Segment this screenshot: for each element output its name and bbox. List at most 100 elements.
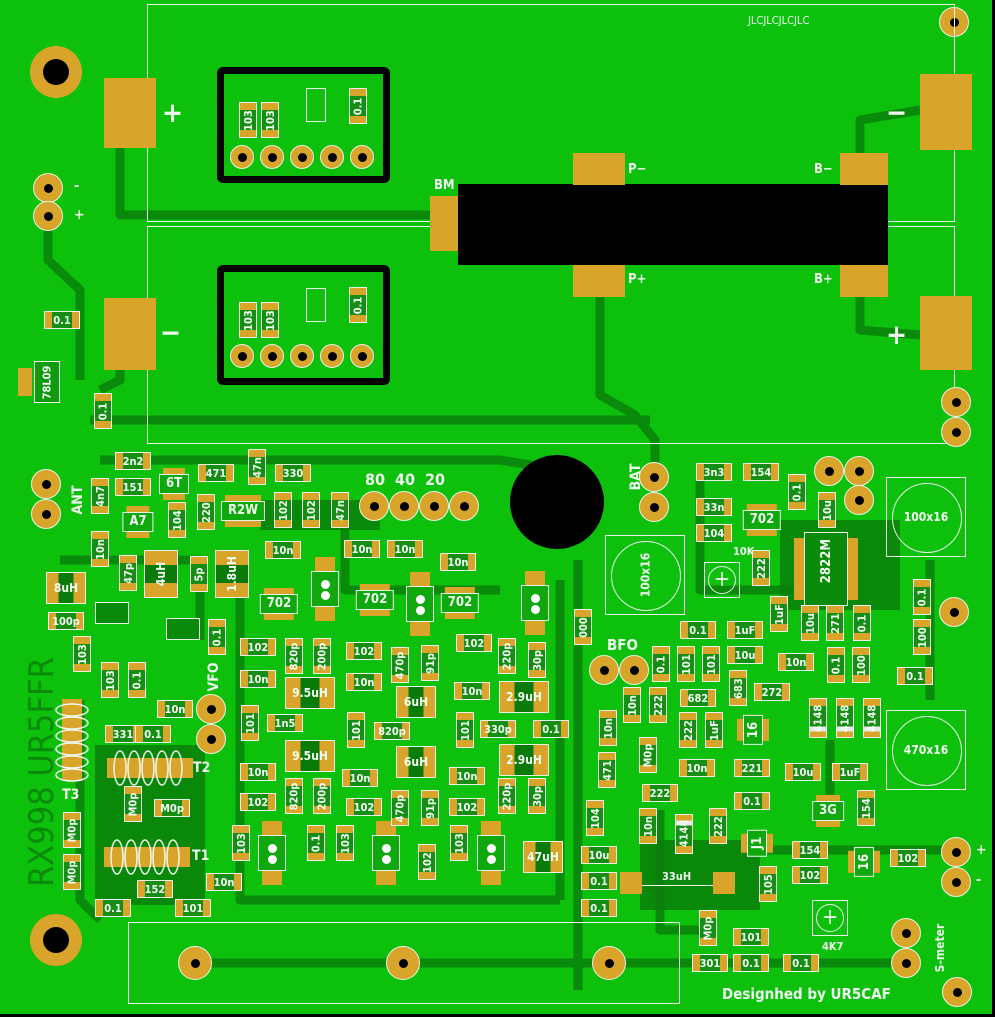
header-pin[interactable] (814, 456, 844, 486)
smd-part: 103 (101, 662, 119, 698)
smd-part: 0.1 (349, 287, 367, 323)
ant-pin[interactable] (31, 469, 61, 499)
smd-part: 151 (115, 478, 151, 496)
smeter-pin[interactable] (891, 948, 921, 978)
smd-part: 10n (639, 808, 657, 844)
part-label: M0p (65, 818, 79, 842)
charger-module-top (217, 67, 390, 183)
regulator-tab (18, 368, 32, 396)
smd-part: 10n (342, 769, 378, 787)
diode: 4148 (675, 814, 693, 854)
part-label: 102 (304, 499, 318, 521)
part-label: 30p (530, 649, 544, 671)
smd-part: 0.1 (733, 954, 769, 972)
smd-part: 10n (623, 687, 641, 723)
smd-part: 10n (679, 759, 715, 777)
cap-label: 100x16 (903, 510, 949, 524)
battery-pad-minus (920, 74, 972, 150)
smd-part: 820p (374, 722, 410, 740)
band-pin-40[interactable] (389, 491, 419, 521)
bat-pin[interactable] (639, 462, 669, 492)
smd-part: 104 (168, 502, 186, 538)
part-label: 271 (828, 612, 842, 634)
header-pin[interactable] (941, 387, 971, 417)
band-pin-common[interactable] (449, 491, 479, 521)
smd-part: 470p (391, 647, 409, 683)
band-20-label: 20 (425, 470, 446, 489)
inductor-label: 2.9uH (506, 690, 542, 704)
power-pin-minus[interactable] (33, 173, 63, 203)
smd-part: 47n (248, 449, 266, 485)
smd-part: 102 (346, 798, 382, 816)
smd-part: 102 (240, 793, 276, 811)
mounting-hole (30, 46, 82, 98)
bfo-pin[interactable] (589, 655, 619, 685)
smd-part: 103 (336, 825, 354, 861)
smd-part: 330p (480, 720, 516, 738)
part-label: 0.1 (654, 655, 668, 673)
smd-part: 10u (727, 646, 763, 664)
bottom-module-outline (128, 922, 680, 1004)
trimpot-label: 10K (733, 545, 755, 558)
electrolytic-cap: 470x16 (886, 710, 966, 790)
ant-pin[interactable] (31, 499, 61, 529)
smd-part: 220 (197, 494, 215, 530)
part-label: 103 (263, 309, 277, 331)
smd-part: 0.1 (307, 825, 325, 861)
smd-part: 0.1 (135, 725, 171, 743)
trimmer-capacitor[interactable] (475, 821, 507, 885)
trimmer-capacitor[interactable] (404, 572, 436, 636)
part-label: 222 (681, 719, 695, 741)
header-pin[interactable] (844, 456, 874, 486)
transistor-label: 16 (856, 853, 872, 871)
smd-part: 10n (157, 700, 193, 718)
part-label: 154 (859, 797, 873, 819)
trimmer-capacitor[interactable] (519, 571, 551, 635)
power-pin-plus[interactable] (33, 201, 63, 231)
band-pin-80[interactable] (359, 491, 389, 521)
header-pin[interactable] (941, 417, 971, 447)
band-pin-20[interactable] (419, 491, 449, 521)
smd-part: 10n (778, 653, 814, 671)
smd-part: 102 (418, 844, 436, 880)
transistor: 3G (812, 801, 844, 821)
electrolytic-cap: 100x16 (886, 477, 966, 557)
part-label: 47n (333, 499, 347, 521)
part-label: M0p (65, 860, 79, 884)
diode: 4148 (809, 698, 827, 738)
part-label: M0p (126, 792, 140, 816)
smd-part: 10n (454, 682, 490, 700)
smd-part: 102 (274, 492, 292, 528)
smd-part: 91p (421, 790, 439, 826)
smd-part: 330 (275, 464, 311, 482)
smd-part: 0.1 (913, 579, 931, 615)
smd-part: 0.1 (208, 619, 226, 655)
label-p-minus: P− (628, 162, 647, 177)
bat-pin[interactable] (639, 492, 669, 522)
part-label: 100 (854, 654, 868, 676)
header-pin[interactable] (844, 485, 874, 515)
inductor: 47uH (523, 841, 563, 873)
part-label: 101 (458, 719, 472, 741)
trimpot-10k[interactable] (704, 562, 740, 598)
output-pin-plus[interactable] (941, 837, 971, 867)
transistor-label: 16 (745, 721, 761, 739)
trimmer-capacitor[interactable] (256, 821, 288, 885)
smd-part: 471 (198, 464, 234, 482)
trimpot-4k7[interactable] (812, 900, 848, 936)
vfo-pin[interactable] (196, 694, 226, 724)
output-pin-minus[interactable] (941, 867, 971, 897)
bfo-pin[interactable] (619, 655, 649, 685)
trimmer-capacitor[interactable] (370, 821, 402, 885)
t1-label: T1 (192, 848, 210, 864)
inductor: 8uH (46, 572, 86, 604)
part-label: 200p (315, 642, 329, 670)
part-label: 10u (803, 612, 817, 634)
pad-bm (430, 196, 458, 251)
smd-part: 0.1 (94, 393, 112, 429)
smd-part: 101 (456, 712, 474, 748)
smd-part: 102 (456, 634, 492, 652)
vfo-pin[interactable] (196, 724, 226, 754)
trimmer-capacitor[interactable] (309, 557, 341, 621)
smeter-pin[interactable] (891, 918, 921, 948)
